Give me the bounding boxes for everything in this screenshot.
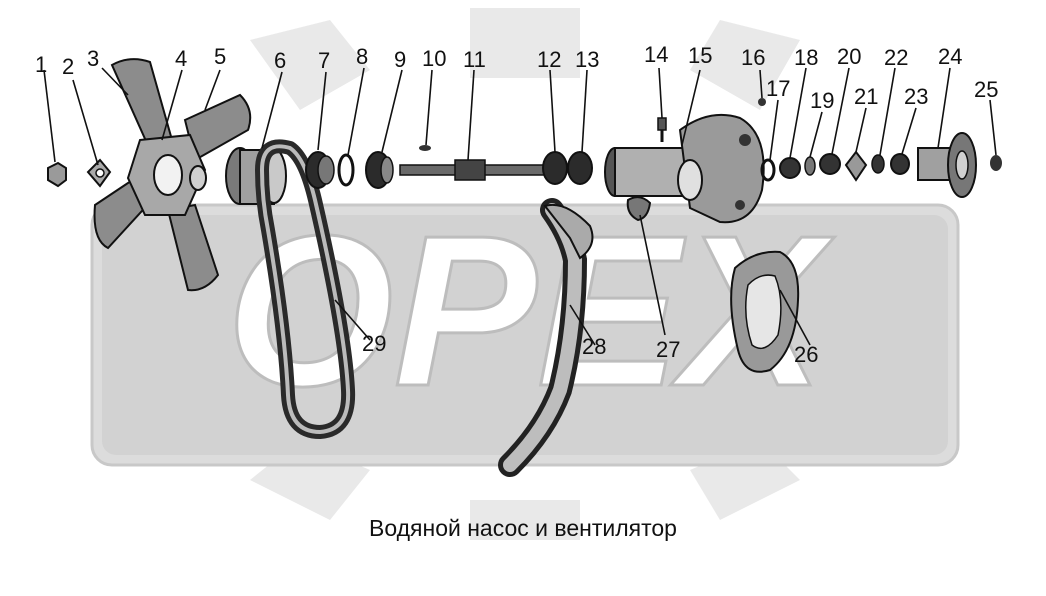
part-11-shaft [399, 159, 551, 181]
part-13-bearing [567, 151, 593, 185]
callout-26: 26 [794, 342, 818, 367]
callout-19: 19 [810, 88, 834, 113]
callout-28: 28 [582, 334, 606, 359]
callout-3: 3 [87, 46, 99, 71]
callout-7: 7 [318, 48, 330, 73]
callout-29: 29 [362, 331, 386, 356]
callout-17: 17 [766, 76, 790, 101]
callout-5: 5 [214, 44, 226, 69]
callout-16: 16 [741, 45, 765, 70]
leader-lines [43, 67, 997, 346]
part-9-bearing [365, 151, 394, 189]
callout-24: 24 [938, 44, 962, 69]
part-21-impeller-washer [844, 150, 868, 182]
part-4-fan [93, 58, 252, 292]
callout-13: 13 [575, 47, 599, 72]
part-24-impeller [917, 132, 977, 198]
part-14-bolt [657, 117, 667, 142]
part-8-ring [337, 153, 355, 187]
callout-23: 23 [904, 84, 928, 109]
part-18-ring [779, 157, 801, 179]
callout-22: 22 [884, 45, 908, 70]
part-28-hose-highlight [503, 203, 583, 472]
part-29-belt-inner [259, 144, 351, 435]
part-26-gasket-hole [745, 274, 782, 350]
part-23-bushing [890, 153, 910, 175]
callout-8: 8 [356, 44, 368, 69]
callout-2: 2 [62, 54, 74, 79]
part-15-pump-housing [604, 113, 765, 224]
part-19-washer [804, 156, 816, 176]
callout-14: 14 [644, 42, 668, 67]
callout-20: 20 [837, 44, 861, 69]
part-10-key [419, 145, 431, 151]
callout-25: 25 [974, 77, 998, 102]
part-16-plug [758, 98, 766, 106]
callout-15: 15 [688, 43, 712, 68]
part-12-bearing [542, 151, 568, 185]
part-28-hose-elbow [543, 204, 594, 260]
part-20-seal [819, 153, 841, 175]
callout-10: 10 [422, 46, 446, 71]
callout-1: 1 [35, 52, 47, 77]
callout-11: 11 [463, 47, 486, 72]
part-17-seal [760, 158, 776, 182]
part-7-bearing [305, 151, 335, 189]
part-2-washer [86, 158, 112, 188]
figure-caption: Водяной насос и вентилятор [369, 515, 677, 541]
callout-labels: 1 2 3 4 5 6 7 8 9 10 11 12 13 14 15 16 1… [35, 42, 998, 367]
part-22-ring [871, 154, 885, 174]
callout-9: 9 [394, 47, 406, 72]
callout-18: 18 [794, 45, 818, 70]
callout-21: 21 [854, 84, 878, 109]
part-1-nut [47, 161, 67, 188]
callout-4: 4 [175, 46, 187, 71]
callout-6: 6 [274, 48, 286, 73]
part-27-gasket [626, 196, 652, 222]
part-25-nut [990, 155, 1002, 171]
callout-12: 12 [537, 47, 561, 72]
callout-27: 27 [656, 337, 680, 362]
